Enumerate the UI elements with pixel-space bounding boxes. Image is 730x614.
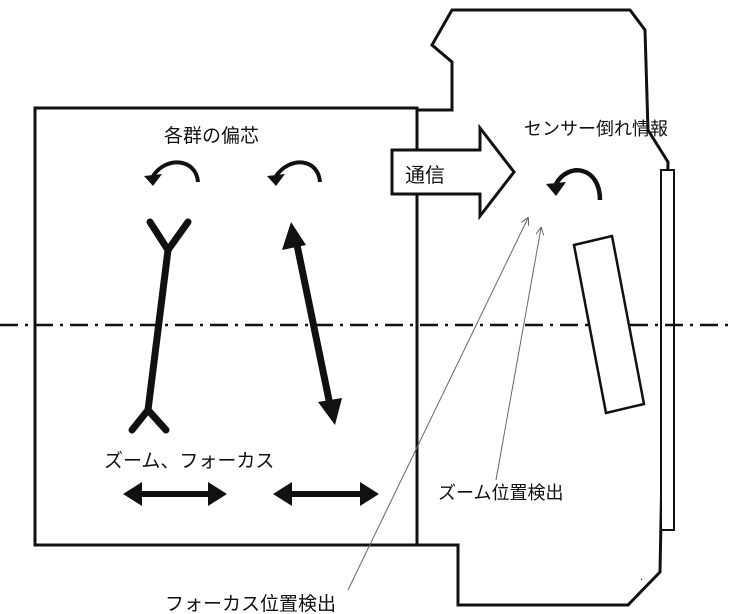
zoom-lens-group-path <box>128 218 192 434</box>
focus-lens-group-path <box>282 222 342 425</box>
rotation-arrow-icon <box>151 160 200 183</box>
decenter-label: 各群の偏芯 <box>164 125 259 147</box>
focus-position-leader <box>347 218 528 591</box>
focus-position-label: フォーカス位置検出 <box>165 593 336 614</box>
zoom-position-leader <box>495 228 541 481</box>
rotation-arrow-icon-head <box>267 174 285 186</box>
rear-monitor <box>660 169 675 531</box>
rotation-arrow-icon-head <box>546 182 566 196</box>
lens-barrel <box>33 106 419 547</box>
rotation-arrow-icon <box>274 160 322 183</box>
image-sensor <box>572 234 646 415</box>
double-arrow-icon <box>123 482 227 506</box>
communication-label: 通信 <box>405 163 445 187</box>
camera-body <box>413 8 670 607</box>
zoom-position-label: ズーム位置検出 <box>438 483 563 504</box>
corner-marks: . <box>640 572 643 583</box>
zoom-focus-label: ズーム、フォーカス <box>104 450 274 472</box>
communication-arrow <box>390 123 516 221</box>
sensor-tilt-label: センサー倒れ情報 <box>524 119 668 140</box>
rotation-arrow-icon-head <box>144 174 162 186</box>
double-arrow-icon <box>273 482 379 506</box>
rotation-arrow-icon <box>554 168 603 201</box>
